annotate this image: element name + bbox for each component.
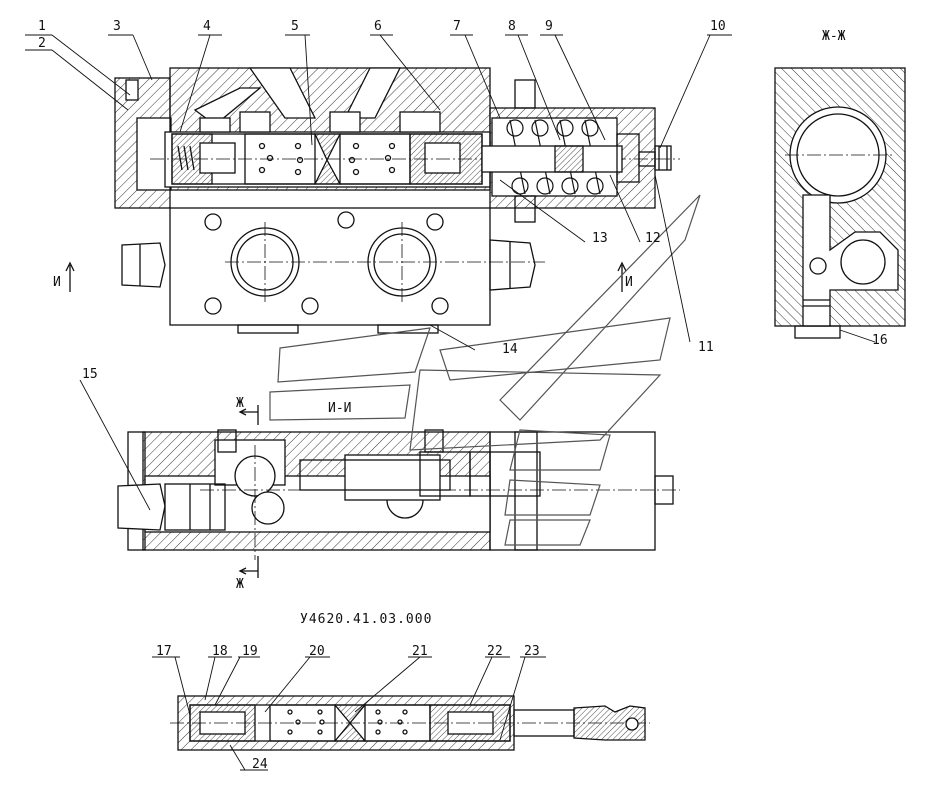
callout-3: 3 xyxy=(113,19,121,34)
callout-9: 9 xyxy=(545,19,553,34)
callout-11: 11 xyxy=(698,340,714,355)
callout-21: 21 xyxy=(412,644,428,659)
section-mark-zh-top: Ж xyxy=(236,396,244,411)
section-mark-zh-bottom: Ж xyxy=(236,577,244,592)
section-zh-view xyxy=(774,67,906,339)
callout-7: 7 xyxy=(453,19,461,34)
callout-15: 15 xyxy=(82,367,98,382)
callout-6: 6 xyxy=(374,19,382,34)
callout-24: 24 xyxy=(252,757,268,772)
watermark-logo xyxy=(269,194,701,546)
callout-17: 17 xyxy=(156,644,172,659)
callout-16: 16 xyxy=(872,333,888,348)
callout-2: 2 xyxy=(38,36,46,51)
main-section-view xyxy=(65,67,680,334)
callout-5: 5 xyxy=(291,19,299,34)
callout-20: 20 xyxy=(309,644,325,659)
callout-12: 12 xyxy=(645,231,661,246)
callout-18: 18 xyxy=(212,644,228,659)
section-mark-i-left: И xyxy=(53,275,61,290)
callout-8: 8 xyxy=(508,19,516,34)
section-mark-i-right: И xyxy=(625,275,633,290)
leader-lines xyxy=(25,34,876,771)
section-ii-view xyxy=(117,405,680,578)
document-code: У4620.41.03.000 xyxy=(300,612,433,627)
callout-10: 10 xyxy=(710,19,726,34)
section-ii-title: И-И xyxy=(328,401,352,416)
callout-23: 23 xyxy=(524,644,540,659)
callout-22: 22 xyxy=(487,644,503,659)
callout-19: 19 xyxy=(242,644,258,659)
callout-13: 13 xyxy=(592,231,608,246)
callout-1: 1 xyxy=(38,19,46,34)
spool-assembly-view xyxy=(170,695,650,751)
section-zh-title: Ж-Ж xyxy=(822,29,846,44)
callout-14: 14 xyxy=(502,342,518,357)
callout-4: 4 xyxy=(203,19,211,34)
